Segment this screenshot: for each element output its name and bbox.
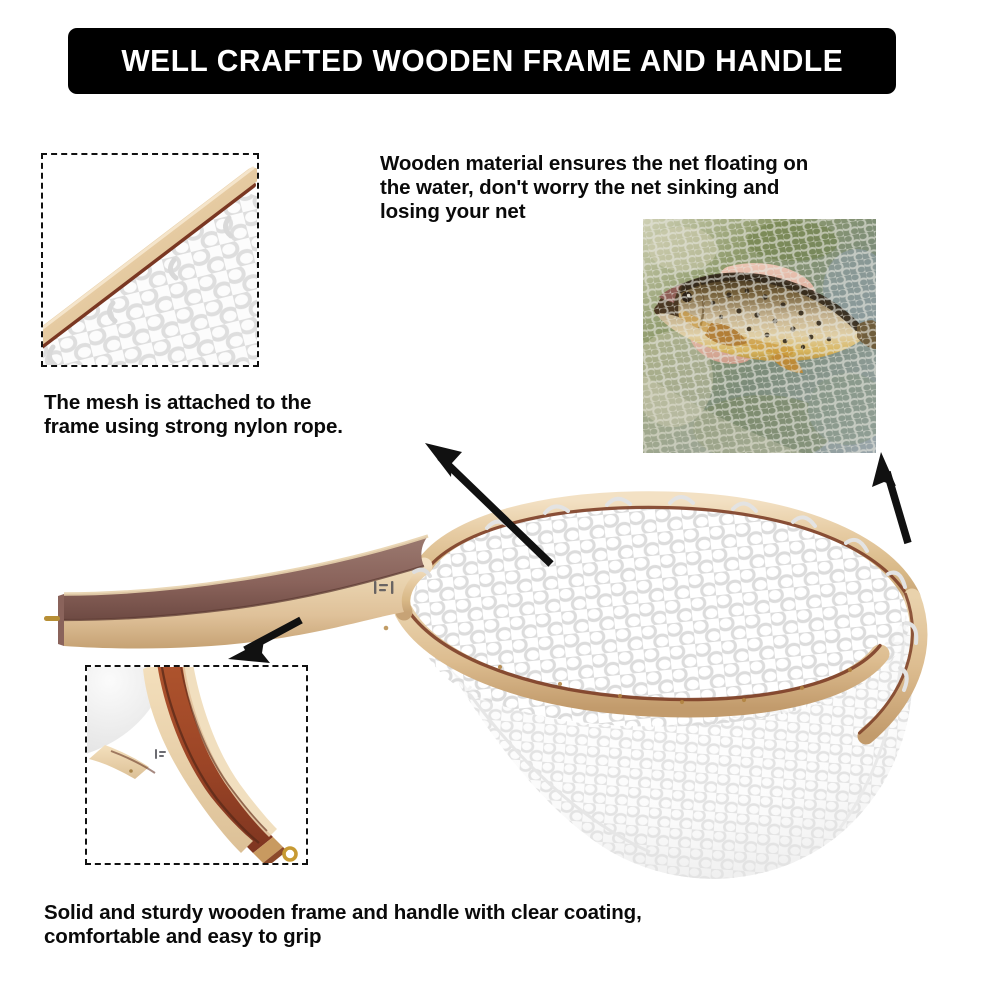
arrow-to-fish-photo — [872, 452, 912, 545]
arrow-to-mesh-caption — [425, 443, 554, 567]
inset-mesh-art — [43, 155, 257, 365]
title-banner: WELL CRAFTED WOODEN FRAME AND HANDLE — [68, 28, 896, 94]
callout-text-floating: Wooden material ensures the net floating… — [380, 152, 809, 223]
inset-handle-closeup — [85, 665, 308, 865]
trout-photo-art — [643, 219, 876, 453]
title-text: WELL CRAFTED WOODEN FRAME AND HANDLE — [121, 43, 843, 78]
callout-text-mesh: The mesh is attached to the frame using … — [44, 391, 343, 438]
inset-handle-art — [87, 667, 306, 863]
arrow-to-handle-inset — [228, 616, 303, 663]
photo-trout-in-net — [643, 219, 876, 453]
callout-text-handle: Solid and sturdy wooden frame and handle… — [44, 901, 642, 948]
inset-mesh-closeup — [41, 153, 259, 367]
